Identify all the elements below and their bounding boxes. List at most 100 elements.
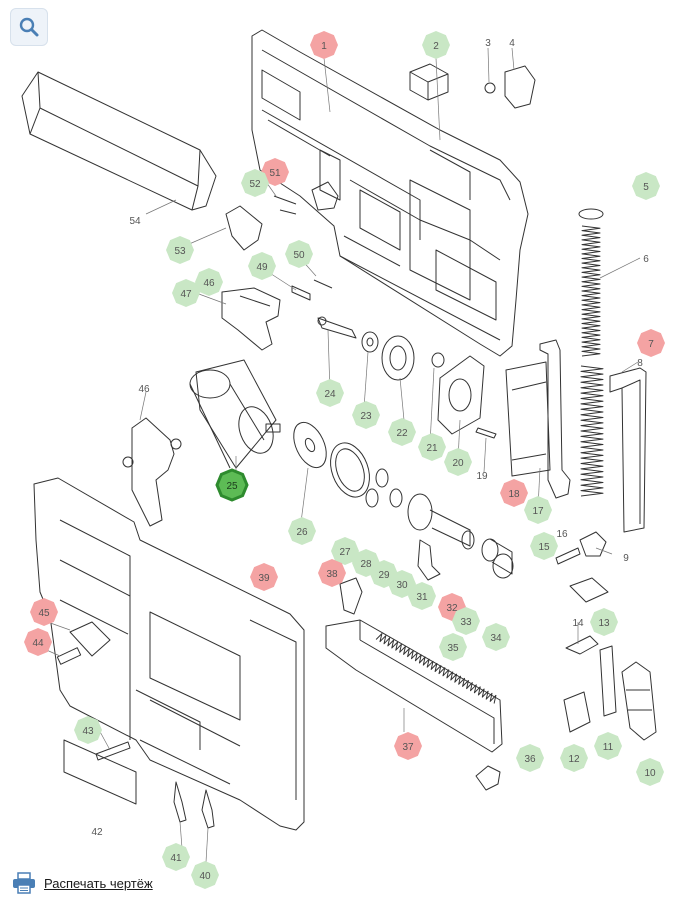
part-callout-41[interactable]: 41 bbox=[162, 843, 190, 871]
callout-badge[interactable] bbox=[482, 623, 510, 651]
callout-badge[interactable] bbox=[74, 716, 102, 744]
callout-badge[interactable] bbox=[250, 563, 278, 591]
part-callout-20[interactable]: 20 bbox=[444, 448, 472, 476]
part-number-label: 14 bbox=[572, 618, 584, 629]
part-callout-17[interactable]: 17 bbox=[524, 496, 552, 524]
callout-badge[interactable] bbox=[318, 559, 346, 587]
callout-badge[interactable] bbox=[516, 744, 544, 772]
part-number-label: 20 bbox=[452, 458, 464, 469]
part-callout-22[interactable]: 22 bbox=[388, 418, 416, 446]
part-callout-18[interactable]: 18 bbox=[500, 479, 528, 507]
callout-badge[interactable] bbox=[331, 537, 359, 565]
part-number-label: 52 bbox=[249, 179, 261, 190]
part-callout-42: 42 bbox=[91, 827, 103, 838]
part-callout-40[interactable]: 40 bbox=[191, 861, 219, 889]
callout-badge[interactable] bbox=[530, 532, 558, 560]
part-callout-35[interactable]: 35 bbox=[439, 633, 467, 661]
part-callout-51[interactable]: 51 bbox=[261, 158, 289, 186]
search-button[interactable] bbox=[10, 8, 48, 46]
part-callout-24[interactable]: 24 bbox=[316, 379, 344, 407]
part-callout-38[interactable]: 38 bbox=[318, 559, 346, 587]
callout-badge[interactable] bbox=[637, 329, 665, 357]
callout-badge[interactable] bbox=[215, 468, 249, 502]
part-number-label: 46 bbox=[138, 384, 150, 395]
part-callout-36[interactable]: 36 bbox=[516, 744, 544, 772]
print-drawing-link[interactable]: Распечать чертёж bbox=[12, 872, 153, 894]
part-callout-15[interactable]: 15 bbox=[530, 532, 558, 560]
callout-badge[interactable] bbox=[352, 401, 380, 429]
part-callout-11[interactable]: 11 bbox=[594, 732, 622, 760]
callout-badge[interactable] bbox=[394, 732, 422, 760]
part-callout-52[interactable]: 52 bbox=[241, 169, 269, 197]
part-callout-53[interactable]: 53 bbox=[166, 236, 194, 264]
part-callout-21[interactable]: 21 bbox=[418, 433, 446, 461]
callout-badge[interactable] bbox=[288, 517, 316, 545]
callout-badge[interactable] bbox=[285, 240, 313, 268]
part-callout-12[interactable]: 12 bbox=[560, 744, 588, 772]
callout-badge[interactable] bbox=[30, 598, 58, 626]
part-callout-23[interactable]: 23 bbox=[352, 401, 380, 429]
callout-badge[interactable] bbox=[195, 268, 223, 296]
callout-badge[interactable] bbox=[310, 31, 338, 59]
part-callout-13[interactable]: 13 bbox=[590, 608, 618, 636]
part-callout-2[interactable]: 2 bbox=[422, 31, 450, 59]
part-callout-10[interactable]: 10 bbox=[636, 758, 664, 786]
part-callout-37[interactable]: 37 bbox=[394, 732, 422, 760]
callout-badge[interactable] bbox=[422, 31, 450, 59]
part-number-label: 54 bbox=[129, 216, 141, 227]
part-callout-1[interactable]: 1 bbox=[310, 31, 338, 59]
callout-badge[interactable] bbox=[560, 744, 588, 772]
rail-spring-drawing bbox=[375, 633, 497, 704]
callout-badge[interactable] bbox=[248, 252, 276, 280]
part-number-label: 31 bbox=[416, 592, 428, 603]
part-number-label: 39 bbox=[258, 573, 270, 584]
callout-badge[interactable] bbox=[191, 861, 219, 889]
callout-badge[interactable] bbox=[162, 843, 190, 871]
part-callout-34[interactable]: 34 bbox=[482, 623, 510, 651]
part-callout-33[interactable]: 33 bbox=[452, 607, 480, 635]
part-number-label: 5 bbox=[643, 182, 649, 193]
part-callout-45[interactable]: 45 bbox=[30, 598, 58, 626]
part-callout-30[interactable]: 30 bbox=[388, 570, 416, 598]
part-number-label: 12 bbox=[568, 754, 580, 765]
part-callout-43[interactable]: 43 bbox=[74, 716, 102, 744]
callout-badge[interactable] bbox=[524, 496, 552, 524]
callout-badge[interactable] bbox=[418, 433, 446, 461]
part-callout-25[interactable]: 25 bbox=[215, 468, 249, 502]
callout-badge[interactable] bbox=[590, 608, 618, 636]
part-callout-31[interactable]: 31 bbox=[408, 582, 436, 610]
part-number-label: 26 bbox=[296, 527, 308, 538]
part-callout-50[interactable]: 50 bbox=[285, 240, 313, 268]
callout-badge[interactable] bbox=[261, 158, 289, 186]
part-callout-7[interactable]: 7 bbox=[637, 329, 665, 357]
switch-drawing bbox=[409, 63, 536, 109]
callout-badge[interactable] bbox=[452, 607, 480, 635]
callout-badge[interactable] bbox=[388, 418, 416, 446]
part-callout-47[interactable]: 47 bbox=[172, 279, 200, 307]
callout-badge[interactable] bbox=[172, 279, 200, 307]
part-number-label: 35 bbox=[447, 643, 459, 654]
part-callout-44[interactable]: 44 bbox=[24, 628, 52, 656]
callout-badge[interactable] bbox=[241, 169, 269, 197]
callout-badge[interactable] bbox=[388, 570, 416, 598]
part-callout-46[interactable]: 46 bbox=[195, 268, 223, 296]
part-callout-5[interactable]: 5 bbox=[632, 172, 660, 200]
callout-badge[interactable] bbox=[444, 448, 472, 476]
callout-badge[interactable] bbox=[636, 758, 664, 786]
part-callout-49[interactable]: 49 bbox=[248, 252, 276, 280]
part-callout-39[interactable]: 39 bbox=[250, 563, 278, 591]
callout-badge[interactable] bbox=[408, 582, 436, 610]
callout-badge[interactable] bbox=[632, 172, 660, 200]
callout-badge[interactable] bbox=[439, 633, 467, 661]
part-callout-26[interactable]: 26 bbox=[288, 517, 316, 545]
callout-badge[interactable] bbox=[166, 236, 194, 264]
spring-coil bbox=[581, 225, 601, 357]
callout-badge[interactable] bbox=[316, 379, 344, 407]
part-number-label: 25 bbox=[226, 481, 238, 492]
callout-badge[interactable] bbox=[24, 628, 52, 656]
part-callout-27[interactable]: 27 bbox=[331, 537, 359, 565]
spring-coil bbox=[375, 633, 497, 704]
callout-badge[interactable] bbox=[594, 732, 622, 760]
callout-badge[interactable] bbox=[500, 479, 528, 507]
